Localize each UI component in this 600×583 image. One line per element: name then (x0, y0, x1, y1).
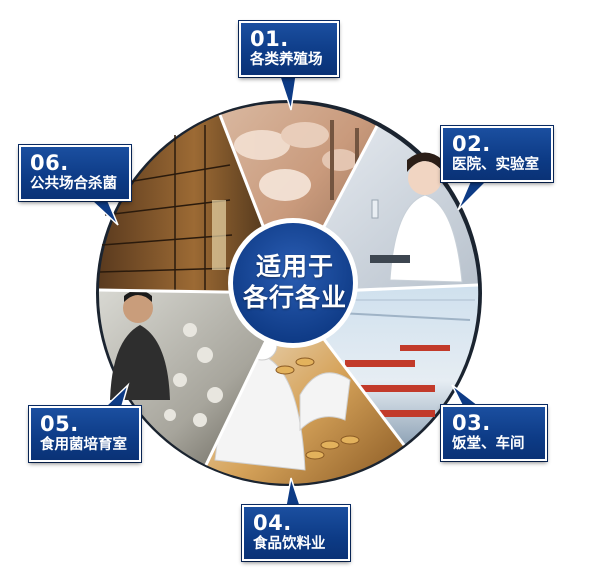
label-text: 食品饮料业 (253, 536, 326, 552)
label-number: 01. (250, 27, 289, 51)
label-text: 各类养殖场 (250, 52, 323, 68)
label-number: 05. (40, 412, 79, 436)
center-title: 适用于 各行各业 (235, 251, 355, 313)
center-line-1: 适用于 (255, 252, 334, 281)
label-text: 公共场合杀菌 (30, 176, 117, 192)
label-text: 食用菌培育室 (40, 437, 127, 453)
mushroom-worker (110, 290, 223, 427)
label-public-sterilization: 06. 公共场合杀菌 (19, 145, 131, 201)
label-text: 医院、实验室 (452, 157, 539, 173)
label-livestock-farms: 01. 各类养殖场 (239, 21, 339, 77)
center-circle (233, 223, 353, 343)
label-number: 02. (452, 132, 491, 156)
label-cafeteria-workshop: 03. 饭堂、车间 (441, 405, 547, 461)
label-mushroom-room: 05. 食用菌培育室 (29, 406, 141, 462)
label-number: 03. (452, 411, 491, 435)
center-line-2: 各行各业 (242, 283, 347, 312)
label-food-beverage: 04. 食品饮料业 (242, 505, 350, 561)
label-hospital-lab: 02. 医院、实验室 (441, 126, 553, 182)
label-text: 饭堂、车间 (452, 436, 525, 452)
label-number: 06. (30, 151, 69, 175)
label-number: 04. (253, 511, 292, 535)
lab-technician (370, 152, 463, 283)
